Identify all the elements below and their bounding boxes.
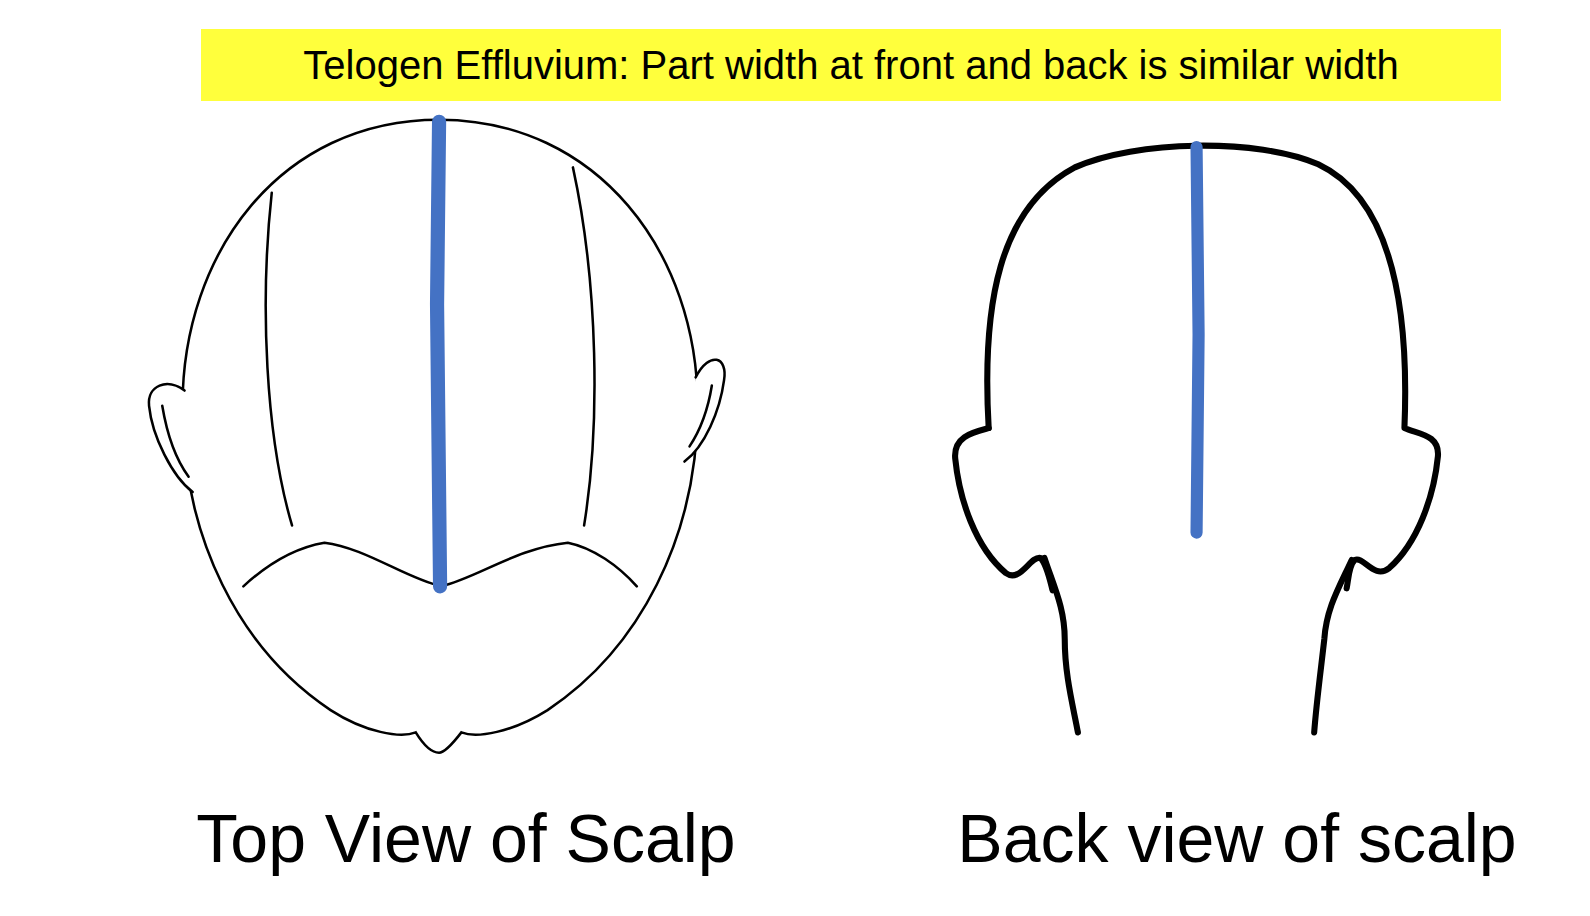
back-view-head: [955, 146, 1438, 733]
title-band: Telogen Effluvium: Part width at front a…: [201, 29, 1501, 101]
part-line: [437, 122, 440, 587]
view-caption: Top View of Scalp: [196, 799, 735, 877]
view-caption: Back view of scalp: [957, 799, 1516, 877]
title-text: Telogen Effluvium: Part width at front a…: [303, 43, 1398, 88]
part-line: [1197, 147, 1199, 532]
top-view-head: [149, 120, 725, 753]
